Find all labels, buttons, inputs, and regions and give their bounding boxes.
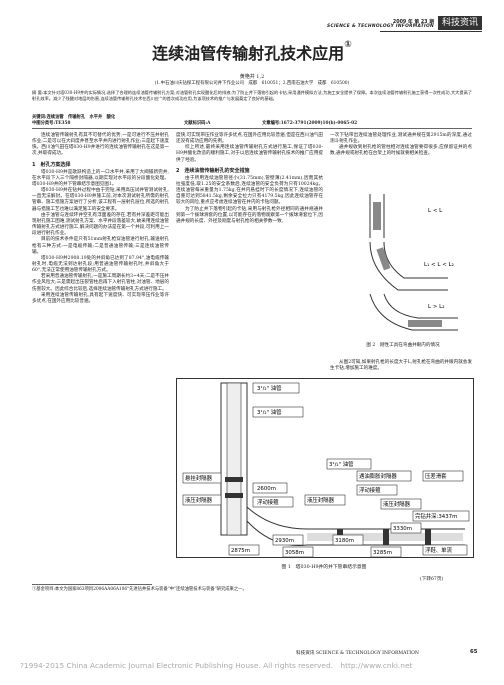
packer-marker xyxy=(425,529,431,545)
page-header: 2009 年 第 23 期 SCIENCE & TECHNOLOGY INFOR… xyxy=(0,0,504,36)
label-oil-swell-packer: 遇油膨胀封隔器 xyxy=(359,472,397,480)
label-hydraulic-packer-1: 液压封隔器 xyxy=(185,496,213,504)
footer-journal: 科技资讯 SCIENCE & TECHNOLOGY INFORMATION xyxy=(296,651,419,656)
label-depth-2600: 2600m xyxy=(257,486,276,492)
label-hydraulic-packer-3: 液压封隔器 xyxy=(383,500,411,508)
paragraph: 塔030-H9井2908.19处的井斜角已达到了87.94°,油电缆传输射孔时,… xyxy=(32,255,169,274)
paragraph: 一次下钻带出连续油管处理作业,测试通井规在第2915m的深度,通过测斗射孔作业。 xyxy=(330,133,472,145)
label-depth-3285: 3285m xyxy=(373,550,392,556)
issue-line: 2009 年 第 23 期 xyxy=(392,20,434,25)
journal-name-en: SCIENCE & TECHNOLOGY INFORMATION xyxy=(326,24,434,29)
label-float-collar-1: 浮动接箍 xyxy=(257,498,279,506)
header-rule xyxy=(380,31,482,32)
packer-marker xyxy=(225,493,243,498)
figure-1-diagram: 3¹/₂" 油管 3¹/₂" 油管 悬挂封隔器 液压封隔器 2600m 浮动接箍… xyxy=(176,378,474,558)
copyright-watermark: ?1994-2015 China Academic Journal Electr… xyxy=(20,661,413,670)
abstract-rule xyxy=(32,128,472,129)
label-float-collar-2: 浮动接箍 xyxy=(359,486,381,494)
label-depth-3180: 3180m xyxy=(335,538,354,544)
article-number: 文章编号:1672-3791(2009)10(b)-0065-02 xyxy=(262,121,358,126)
page-number: 65 xyxy=(470,649,478,655)
figure-1: 3¹/₂" 油管 3¹/₂" 油管 悬挂封隔器 液压封隔器 2600m 浮动接箍… xyxy=(176,378,474,570)
label-tubing-low: 3¹/₂" 油管 xyxy=(329,460,354,468)
keywords: 关键词:连续油管 传输射孔 水平井 酸化 xyxy=(32,115,116,120)
section-1-heading: 1 射孔方案选择 xyxy=(32,161,71,168)
column-3: 一次下钻带出连续油管处理作业,测试通井规在第2915m的深度,通过测斗射孔作业。… xyxy=(330,133,472,158)
label-pressure-sleeve: 压差滑套 xyxy=(425,472,447,480)
label-total-depth: 完钻井深:3437m xyxy=(415,512,457,520)
figure-2-diagram: L < L L₁ < L < L₂ L > L₂ xyxy=(369,194,458,331)
author: 黄艳井 1,2 xyxy=(239,74,265,80)
label-hanging-packer: 悬挂封隔器 xyxy=(185,474,213,482)
figure-2: L < L L₁ < L < L₂ L > L₂ 图 2 刚性工具在弯曲井眼内的… xyxy=(338,190,468,358)
packer-marker xyxy=(383,529,389,545)
paragraph: 由于油管与连续环井空孔有浮面差的存在,若有井深差距可能出现射孔施工困难,测试射孔… xyxy=(32,212,169,237)
paragraph: 综上所述,最终采用连续油管传输射孔方式进行施工,保证了塔030-H9井酸化改造的… xyxy=(176,145,323,163)
article-title: 连续油管传输射孔技术应用① xyxy=(0,40,504,64)
footnote: ①基金项目:本文为国家863项目2006AA06A106"先进钻井技术与装备"中… xyxy=(32,587,247,592)
column-2: 度快,可实现带压作业等许多优点,在国外应用比较普遍,但是在西川油气田还没有成功应… xyxy=(176,133,323,225)
paragraph: 目前的技术条件是只有51mm射孔枪穿油管进行射孔,输送射孔枪有三种方式:一是电缆… xyxy=(32,237,169,255)
figure-2-caption: 图 2 刚性工具在弯曲井眼内的情况 xyxy=(366,343,440,348)
figure-2-text: 从图2可知,如果射孔枪的长度大于L,射孔枪在弯曲的井眼内就会发生卡钻,增加施工的… xyxy=(330,360,472,372)
paragraph: 若采用普通油管传输射孔,一是施工周期长约3~4天;二是不压井作业风险大;三是需起… xyxy=(32,274,169,292)
paragraph: 通井规收到射孔枪的管柱相对连续油管要得很多,应保留证并的点数,通井规或射孔枪在台… xyxy=(330,145,472,157)
title-note: ① xyxy=(344,40,352,50)
paragraph: 塔030-H9井在钻井过程中由于完钻,采用高压试井管测试射孔,一直无法解封。在塔… xyxy=(32,188,169,212)
label-tubing-2: 3¹/₂" 油管 xyxy=(257,408,282,416)
paragraph: 采用连续油管传输射孔,具有起下速度快、可实现带压作业等许多优点,在国外应用比较普… xyxy=(32,292,169,304)
fig2-label-l3: L > L₂ xyxy=(428,304,444,310)
paragraph: 为了防止井下落物引起的卡钻,采用与射孔枪外径相同的通井规通井到第一个拨球滑套的位… xyxy=(176,206,323,224)
packer-marker xyxy=(225,477,243,482)
label-tubing-top: 3¹/₂" 油管 xyxy=(257,384,282,392)
abstract: 摘 要:本文针对塔030-H9井的实际情况,选择了合理的连续油管传输射孔方案;对… xyxy=(32,90,472,101)
column-1: 连续油管传输射孔有其不可替代的优势,一是可进行不压井射孔作业;二是可以在大斜度井… xyxy=(32,133,169,305)
figure-1-caption: 图 1 塔030-H9井的井下管串结示意图 xyxy=(281,565,367,570)
fig2-label-l2: L₁ < L < L₂ xyxy=(424,262,454,268)
intro-paragraph: 连续油管传输射孔有其不可替代的优势,一是可进行不压井射孔作业;二是可以在大斜度井… xyxy=(32,133,169,157)
doc-code: 文献标识码:A xyxy=(184,121,211,126)
label-hydraulic-packer-2: 液压封隔器 xyxy=(307,496,335,504)
paragraph: 塔030-H9井是歌跃构造上的一口水平井,采用了大阀铺新完井,在水平段下入三个隔… xyxy=(32,169,169,187)
section-2-heading: 2 连续油管传输射孔的安全措施 xyxy=(176,167,250,174)
label-depth-2875: 2875m xyxy=(231,548,250,554)
continued-note: (下转67页) xyxy=(420,577,444,582)
title-text: 连续油管传输射孔技术应用 xyxy=(152,44,345,63)
paragraph: 度快,可实现带压作业等许多优点,在国外应用比较普遍,但是在西川油气田还没有成功应… xyxy=(176,133,323,145)
label-depth-3058: 3058m xyxy=(285,550,304,556)
label-depth-2930: 2930m xyxy=(275,538,294,544)
column-tag: 科技资讯 xyxy=(438,16,482,30)
paragraph: 由于所用连续油管管径小(31.75mm),管壁薄(2.41mm),因而其抗拉强度… xyxy=(176,175,323,206)
affiliation: (1.中石油川庆钻探工程有限公司井下作业公司 成都 610051；2.西南石油大… xyxy=(154,81,350,86)
fig2-label-l1: L < L xyxy=(428,208,443,214)
label-depth-3330: 3330m xyxy=(393,526,412,532)
label-float-shoe: 浮鞋、单流 xyxy=(425,546,453,554)
classification: 中图分类号:TE358 xyxy=(32,121,71,126)
footnote-rule xyxy=(32,584,152,585)
